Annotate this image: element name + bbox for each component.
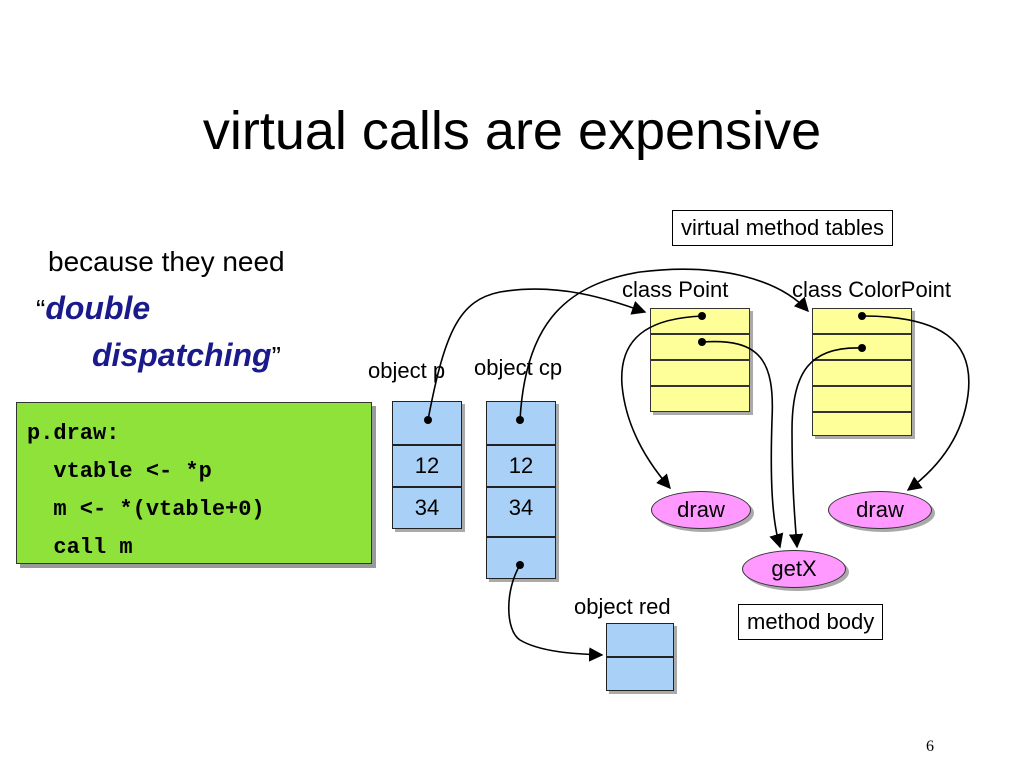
pointer-dot bbox=[698, 338, 706, 346]
arrow-point-getx bbox=[701, 340, 784, 549]
object-red-label: object red bbox=[574, 594, 671, 619]
vmt-colorpoint-slot bbox=[812, 386, 912, 412]
page-number: 6 bbox=[926, 738, 934, 755]
object-cp-label: object cp bbox=[474, 355, 563, 380]
arrow-colorpoint-getx bbox=[788, 347, 863, 549]
pointer-dot bbox=[516, 416, 524, 424]
object-red-cell bbox=[606, 623, 674, 657]
arrow-cp-to-colorpoint-vtable bbox=[519, 268, 809, 421]
code-line: vtable <- *p bbox=[27, 459, 212, 484]
vmt-point-slot bbox=[650, 360, 750, 386]
arrow-p-to-point-vtable bbox=[427, 288, 647, 421]
pointer-dot bbox=[858, 312, 866, 320]
pointer-dot bbox=[516, 561, 524, 569]
method-body-label: method body bbox=[738, 604, 884, 640]
object-p-field-y: 34 bbox=[392, 487, 462, 529]
arrow-point-draw bbox=[621, 315, 703, 490]
code-box: p.draw: vtable <- *p m <- *(vtable+0) ca… bbox=[16, 402, 372, 564]
dispatching-line: dispatching” bbox=[92, 337, 281, 374]
method-draw-colorpoint: draw bbox=[828, 491, 932, 529]
object-p-field-x: 12 bbox=[392, 445, 462, 487]
arrow-cp-to-red bbox=[507, 564, 604, 662]
close-quote: ” bbox=[271, 341, 281, 372]
object-red-cell bbox=[606, 657, 674, 691]
object-cp-field-x: 12 bbox=[486, 445, 556, 487]
class-point-label: class Point bbox=[622, 277, 729, 302]
pointer-dot bbox=[424, 416, 432, 424]
vmt-colorpoint-slot bbox=[812, 412, 912, 436]
slide-title: virtual calls are expensive bbox=[202, 101, 822, 161]
pointer-dot bbox=[858, 344, 866, 352]
emphasis-dispatching: dispatching bbox=[92, 337, 272, 373]
open-quote: “ bbox=[36, 294, 46, 325]
vmt-label: virtual method tables bbox=[672, 210, 893, 246]
intro-text: because they need bbox=[48, 246, 285, 277]
object-cp-color-cell bbox=[486, 537, 556, 579]
method-draw-point: draw bbox=[651, 491, 751, 529]
pointer-dot bbox=[698, 312, 706, 320]
double-line: “double bbox=[36, 290, 150, 327]
code-line: call m bbox=[27, 535, 133, 560]
code-line: m <- *(vtable+0) bbox=[27, 497, 265, 522]
emphasis-double: double bbox=[45, 290, 151, 326]
vmt-point-slot bbox=[650, 386, 750, 412]
code-line: p.draw: bbox=[27, 421, 120, 446]
vmt-point-slot bbox=[650, 334, 750, 360]
vmt-colorpoint-slot bbox=[812, 360, 912, 386]
arrow-colorpoint-draw bbox=[861, 315, 970, 491]
method-getx: getX bbox=[742, 550, 846, 588]
object-p-label: object p bbox=[368, 358, 446, 383]
class-colorpoint-label: class ColorPoint bbox=[792, 277, 951, 302]
object-cp-field-y: 34 bbox=[486, 487, 556, 537]
